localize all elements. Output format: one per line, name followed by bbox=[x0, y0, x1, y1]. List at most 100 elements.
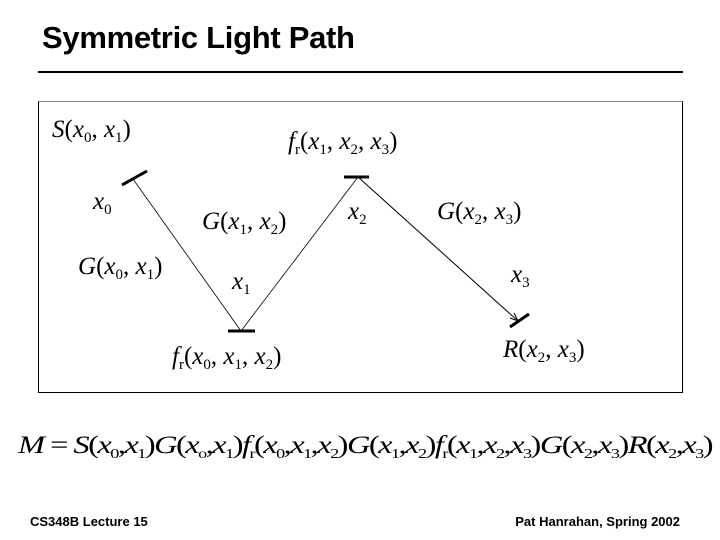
arg-var: x bbox=[510, 432, 524, 459]
comma: , bbox=[358, 128, 371, 155]
arg-subscript: 2 bbox=[418, 447, 427, 462]
paren: ) bbox=[425, 432, 437, 459]
arg-var: x bbox=[308, 128, 320, 155]
equation-lhs: M bbox=[18, 432, 45, 459]
paren: ( bbox=[96, 253, 105, 280]
label-fr-top: fr(x1, x2, x3) bbox=[288, 128, 398, 158]
arg-subscript: 3 bbox=[522, 447, 532, 462]
function-name: f bbox=[241, 432, 251, 459]
point-var: x bbox=[348, 198, 360, 225]
arg-var: x bbox=[370, 128, 382, 155]
arg-subscript: 2 bbox=[668, 447, 677, 462]
arg-var: x bbox=[483, 432, 497, 459]
arg-var: x bbox=[103, 116, 116, 143]
comma: , bbox=[91, 116, 104, 143]
comma: , bbox=[591, 432, 599, 459]
paren: ( bbox=[88, 432, 99, 459]
arg-var: x bbox=[263, 432, 277, 459]
arg-subscript: 1 bbox=[391, 447, 400, 462]
equation-term: G(xo,x1) bbox=[154, 432, 243, 462]
function-name: G bbox=[202, 208, 221, 235]
paren: ( bbox=[368, 432, 380, 459]
function-name: G bbox=[78, 253, 97, 280]
arg-subscript: 2 bbox=[270, 222, 279, 238]
label-fr-bottom: fr(x0, x1, x2) bbox=[172, 343, 281, 373]
diagram-frame bbox=[38, 101, 683, 393]
arg-subscript: o bbox=[198, 447, 207, 462]
arg-var: x bbox=[494, 198, 506, 225]
receiver-surface bbox=[509, 312, 530, 329]
function-name: G bbox=[437, 198, 456, 225]
arg-subscript: 2 bbox=[265, 357, 274, 373]
function-name: f bbox=[434, 432, 444, 459]
paren: ( bbox=[518, 336, 527, 363]
arg-subscript: 3 bbox=[568, 350, 577, 366]
equals-sign: = bbox=[43, 432, 74, 459]
arg-var: x bbox=[463, 198, 475, 225]
paren: ) bbox=[530, 432, 542, 459]
paren: ( bbox=[64, 116, 73, 143]
slide-title: Symmetric Light Path bbox=[42, 20, 355, 55]
measurement-equation: M = S(x0,x1)G(xo,x1)fr(x0,x1,x2)G(x1,x2)… bbox=[18, 432, 714, 462]
arg-subscript: 1 bbox=[115, 130, 123, 146]
comma: , bbox=[675, 432, 684, 459]
arg-var: x bbox=[223, 343, 235, 370]
arg-var: x bbox=[571, 432, 585, 459]
function-name: G bbox=[539, 432, 563, 459]
comma: , bbox=[283, 432, 292, 459]
paren: ) bbox=[618, 432, 629, 459]
paren: ) bbox=[337, 432, 349, 459]
paren: ( bbox=[220, 208, 229, 235]
arg-subscript: 1 bbox=[146, 267, 155, 283]
arg-var: x bbox=[682, 432, 696, 459]
label-x2: x2 bbox=[348, 198, 367, 228]
arg-var: x bbox=[192, 343, 204, 370]
arg-subscript: 3 bbox=[695, 447, 704, 462]
point-subscript: 0 bbox=[104, 202, 112, 218]
arg-var: x bbox=[185, 432, 199, 459]
equation-term: R(x2,x3) bbox=[628, 432, 714, 462]
arg-var: x bbox=[259, 208, 271, 235]
arg-subscript: 1 bbox=[225, 447, 234, 462]
arg-var: x bbox=[212, 432, 226, 459]
arg-var: x bbox=[557, 336, 569, 363]
point-var: x bbox=[511, 261, 523, 288]
arg-subscript: 1 bbox=[303, 447, 312, 462]
arg-subscript: 2 bbox=[495, 447, 505, 462]
paren: ) bbox=[122, 116, 131, 143]
arg-var: x bbox=[104, 253, 116, 280]
arg-subscript: 2 bbox=[537, 350, 546, 366]
comma: , bbox=[123, 253, 136, 280]
paren: ) bbox=[278, 208, 287, 235]
arg-subscript: 3 bbox=[505, 212, 514, 228]
point-var: x bbox=[93, 188, 105, 215]
path-segment-x0-x1 bbox=[132, 178, 242, 332]
function-subscript: r bbox=[178, 357, 184, 373]
function-name: R bbox=[503, 336, 519, 363]
label-source: S(x0, x1) bbox=[52, 116, 131, 146]
point-subscript: 2 bbox=[359, 212, 367, 228]
point-subscript: 1 bbox=[243, 282, 251, 298]
function-name: f bbox=[172, 343, 179, 370]
comma: , bbox=[205, 432, 214, 459]
path-segment-x1-x2 bbox=[240, 176, 359, 332]
arg-subscript: 0 bbox=[115, 267, 124, 283]
paren: ) bbox=[513, 198, 522, 225]
arg-var: x bbox=[254, 343, 266, 370]
comma: , bbox=[210, 343, 224, 370]
function-name: S bbox=[73, 432, 89, 459]
arg-subscript: 1 bbox=[137, 447, 146, 462]
paren: ) bbox=[389, 128, 398, 155]
arg-subscript: 1 bbox=[319, 142, 327, 158]
title-divider bbox=[38, 71, 683, 73]
paren: ) bbox=[576, 336, 585, 363]
label-g23: G(x2, x3) bbox=[437, 198, 522, 228]
comma: , bbox=[242, 343, 255, 370]
arg-var: x bbox=[135, 253, 147, 280]
arg-subscript: 1 bbox=[239, 222, 248, 238]
paren: ( bbox=[646, 432, 657, 459]
comma: , bbox=[398, 432, 407, 459]
arg-subscript: 0 bbox=[203, 357, 211, 373]
arg-var: x bbox=[378, 432, 392, 459]
